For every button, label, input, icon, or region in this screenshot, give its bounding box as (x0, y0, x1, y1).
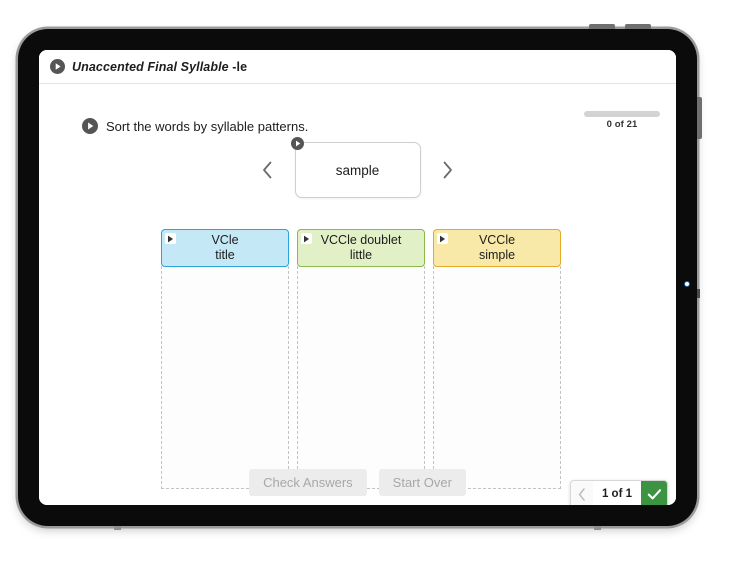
pager-prev-button[interactable] (570, 481, 593, 505)
sort-column-header[interactable]: VCCle simple (433, 229, 561, 267)
pager-confirm-button[interactable] (641, 481, 667, 505)
word-card-label: sample (335, 162, 380, 178)
app-footer: Check Answers Start Over 1 of 1 (39, 463, 676, 505)
status-dot (684, 281, 690, 287)
column-pattern-label: VCCle (478, 233, 516, 248)
sort-column-vccle: VCCle simple (433, 229, 561, 489)
word-card-row: sample (39, 137, 676, 198)
sorting-activity-app: Unaccented Final Syllable -le 0 of 21 (39, 50, 676, 505)
device-foot-right (594, 526, 601, 530)
sort-column-vccle-doublet: VCCle doublet little (297, 229, 425, 489)
progress-label: 0 of 21 (606, 119, 638, 130)
column-play-icon[interactable] (301, 233, 312, 244)
title-play-icon[interactable] (50, 59, 65, 74)
column-example-label: little (349, 248, 373, 262)
progress-indicator: 0 of 21 (584, 111, 660, 130)
next-word-button[interactable] (439, 157, 457, 183)
sort-column-header[interactable]: VCle title (161, 229, 289, 267)
instruction-row: Sort the words by syllable patterns. (82, 118, 308, 134)
footer-buttons: Check Answers Start Over (39, 469, 676, 496)
instruction-text: Sort the words by syllable patterns. (106, 118, 309, 134)
dropzone-vcle[interactable] (161, 266, 289, 489)
page-title-main: Unaccented Final Syllable (72, 59, 229, 74)
instruction-play-icon[interactable] (82, 118, 98, 134)
dropzone-vccle[interactable] (433, 266, 561, 489)
tablet-screen: Unaccented Final Syllable -le 0 of 21 (39, 50, 676, 505)
word-card-play-icon[interactable] (290, 137, 304, 150)
app-body: 0 of 21 Sort the words by syllable patte… (39, 84, 676, 505)
dropzone-vccle-doublet[interactable] (297, 266, 425, 489)
page-title-suffix: -le (232, 59, 248, 74)
sort-column-vcle: VCle title (161, 229, 289, 489)
column-example-label: simple (478, 248, 516, 262)
column-pattern-label: VCCle doublet (320, 233, 402, 248)
tablet-device: Unaccented Final Syllable -le 0 of 21 (18, 24, 702, 530)
check-answers-button[interactable]: Check Answers (249, 469, 367, 496)
start-over-button[interactable]: Start Over (378, 469, 466, 496)
bezel-notch (697, 289, 700, 298)
column-play-icon[interactable] (165, 233, 176, 244)
volume-up-button[interactable] (589, 24, 615, 29)
sort-columns: VCle title VCCle doublet (161, 229, 561, 489)
column-example-label: title (215, 248, 235, 262)
pager-label: 1 of 1 (592, 481, 641, 505)
prev-word-button[interactable] (259, 157, 277, 183)
page-title: Unaccented Final Syllable -le (72, 60, 247, 74)
word-card[interactable]: sample (290, 137, 421, 198)
volume-down-button[interactable] (625, 24, 651, 29)
power-button[interactable] (697, 97, 702, 139)
column-pattern-label: VCle (211, 233, 239, 248)
column-play-icon[interactable] (437, 233, 448, 244)
pager: 1 of 1 (569, 480, 668, 505)
progress-bar-track (584, 111, 660, 117)
app-titlebar: Unaccented Final Syllable -le (39, 50, 676, 84)
sort-column-header[interactable]: VCCle doublet little (297, 229, 425, 267)
device-foot-left (114, 526, 121, 530)
